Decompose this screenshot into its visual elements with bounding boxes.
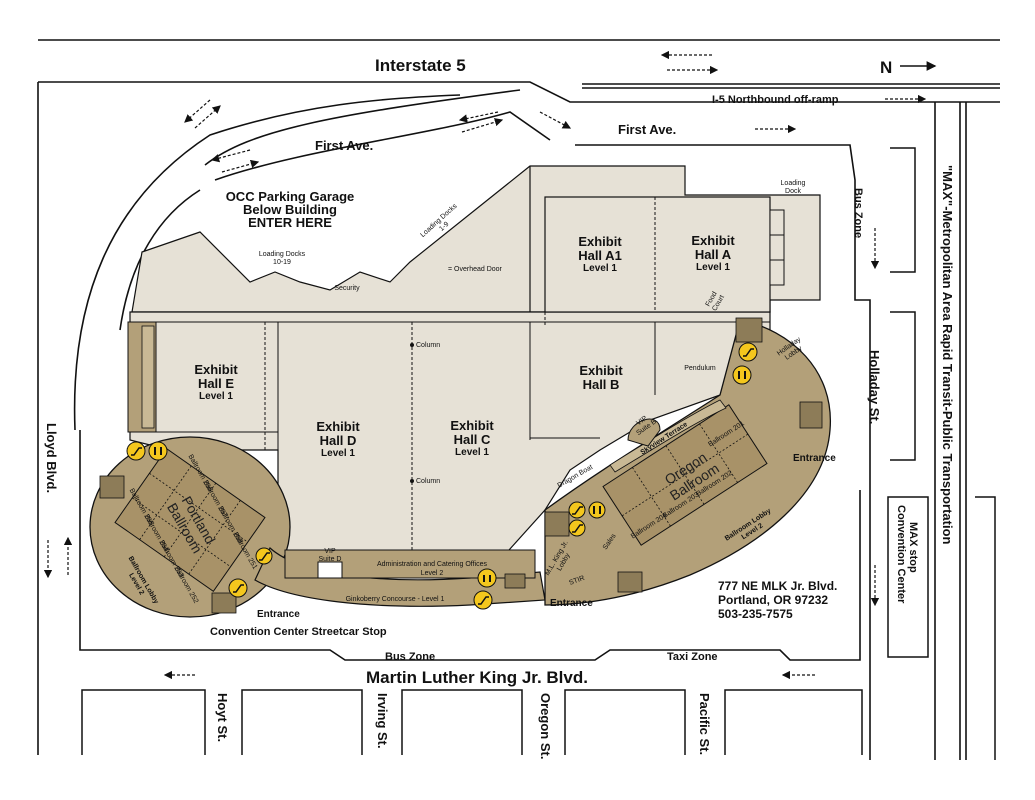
- right-blocks: [887, 147, 996, 760]
- first-ave-left-label: First Ave.: [315, 138, 373, 153]
- escalator-icon: [473, 590, 493, 610]
- admin-line2: Level 2: [421, 570, 444, 577]
- parking-line1: OCC Parking Garage: [226, 189, 355, 204]
- loading-dock-line1: Loading: [781, 180, 806, 187]
- traffic-arrows: [43, 50, 927, 680]
- portland-ballroom-grid: [114, 448, 266, 592]
- hall-a1-line2: Hall A1: [578, 248, 622, 263]
- escalator-icon: [228, 578, 248, 598]
- hall-a-line1: Exhibit: [691, 233, 735, 248]
- elevator-icon: [477, 568, 497, 588]
- entrance-right: Entrance: [793, 453, 836, 464]
- hall-c-line2: Hall C: [454, 432, 491, 447]
- escalator-icon: [738, 342, 758, 362]
- offramp-label: I-5 Northbound off-ramp: [712, 94, 839, 106]
- hall-a1-line1: Exhibit: [578, 234, 622, 249]
- hall-a-block: [544, 196, 771, 313]
- hall-d-line2: Hall D: [320, 433, 357, 448]
- hall-c-level: Level 1: [455, 447, 489, 458]
- compass-label: N: [880, 58, 892, 77]
- hall-a-level: Level 1: [696, 262, 730, 273]
- column-top-label: Column: [416, 342, 440, 349]
- hall-c-line1: Exhibit: [450, 418, 494, 433]
- amenity-icons: [126, 342, 758, 610]
- docks-10-19-line2: 10-19: [273, 259, 291, 266]
- lloyd-label: Lloyd Blvd.: [44, 423, 59, 493]
- escalator-icon: [568, 519, 586, 537]
- bus-zone-top: Bus Zone: [852, 188, 864, 238]
- hall-d-level: Level 1: [321, 448, 355, 459]
- max-line-label: "MAX"-Metropolitan Area Rapid Transit-Pu…: [940, 165, 955, 545]
- overhead-door-legend: = Overhead Door: [448, 266, 503, 273]
- hall-e-line2: Hall E: [198, 376, 234, 391]
- escalator-icon: [126, 441, 146, 461]
- escalator-icon: [568, 501, 586, 519]
- pendulum-label: Pendulum: [684, 365, 716, 372]
- bus-zone-bottom: Bus Zone: [385, 651, 435, 663]
- escalator-icon: [255, 547, 273, 565]
- entrance-mid: Entrance: [550, 598, 593, 609]
- streetcar-label: Convention Center Streetcar Stop: [210, 626, 387, 638]
- bottom-blocks: [81, 689, 863, 755]
- security-label: Security: [334, 285, 360, 292]
- ginkoberry-label: Ginkoberry Concourse - Level 1: [346, 596, 445, 603]
- hall-b-line1: Exhibit: [579, 363, 623, 378]
- hall-a-line2: Hall A: [695, 247, 732, 262]
- pacific-label: Pacific St.: [697, 693, 712, 755]
- loading-dock-line2: Dock: [785, 188, 801, 195]
- oregon-st-label: Oregon St.: [538, 693, 553, 759]
- restroom-icon: [732, 365, 752, 385]
- building: [89, 165, 831, 618]
- interstate-label: Interstate 5: [375, 56, 466, 75]
- mlk-label: Martin Luther King Jr. Blvd.: [366, 668, 588, 687]
- column-bottom-label: Column: [416, 478, 440, 485]
- restroom-icon: [148, 441, 168, 461]
- docks-10-19-line1: Loading Docks: [259, 251, 306, 258]
- oregon-ballroom-grid: [602, 404, 768, 546]
- road-lines: [37, 39, 1000, 760]
- parking-line2: Below Building: [243, 202, 337, 217]
- taxi-zone: Taxi Zone: [667, 651, 718, 663]
- hall-e-level: Level 1: [199, 391, 233, 402]
- stairs-blocks: [99, 317, 823, 614]
- hall-a1-level: Level 1: [583, 263, 617, 274]
- address-line3: 503-235-7575: [718, 607, 793, 621]
- irving-label: Irving St.: [375, 693, 390, 749]
- address-line1: 777 NE MLK Jr. Blvd.: [718, 579, 837, 593]
- first-ave-right-label: First Ave.: [618, 122, 676, 137]
- vip-d-line2: Suite D: [319, 556, 342, 563]
- vip-d-line1: VIP: [324, 548, 336, 555]
- restroom-icon: [588, 501, 606, 519]
- hall-e-line1: Exhibit: [194, 362, 238, 377]
- holladay-label: Holladay St.: [867, 350, 882, 424]
- max-stop-line1: Convention Center: [895, 505, 907, 604]
- admin-line1: Administration and Catering Offices: [377, 561, 487, 568]
- entrance-left: Entrance: [257, 609, 300, 620]
- parking-line3: ENTER HERE: [248, 215, 332, 230]
- max-stop-line2: MAX stop: [907, 522, 919, 573]
- hoyt-label: Hoyt St.: [215, 693, 230, 742]
- hall-b-line2: Hall B: [583, 377, 620, 392]
- hall-d-line1: Exhibit: [316, 419, 360, 434]
- address-line2: Portland, OR 97232: [718, 593, 828, 607]
